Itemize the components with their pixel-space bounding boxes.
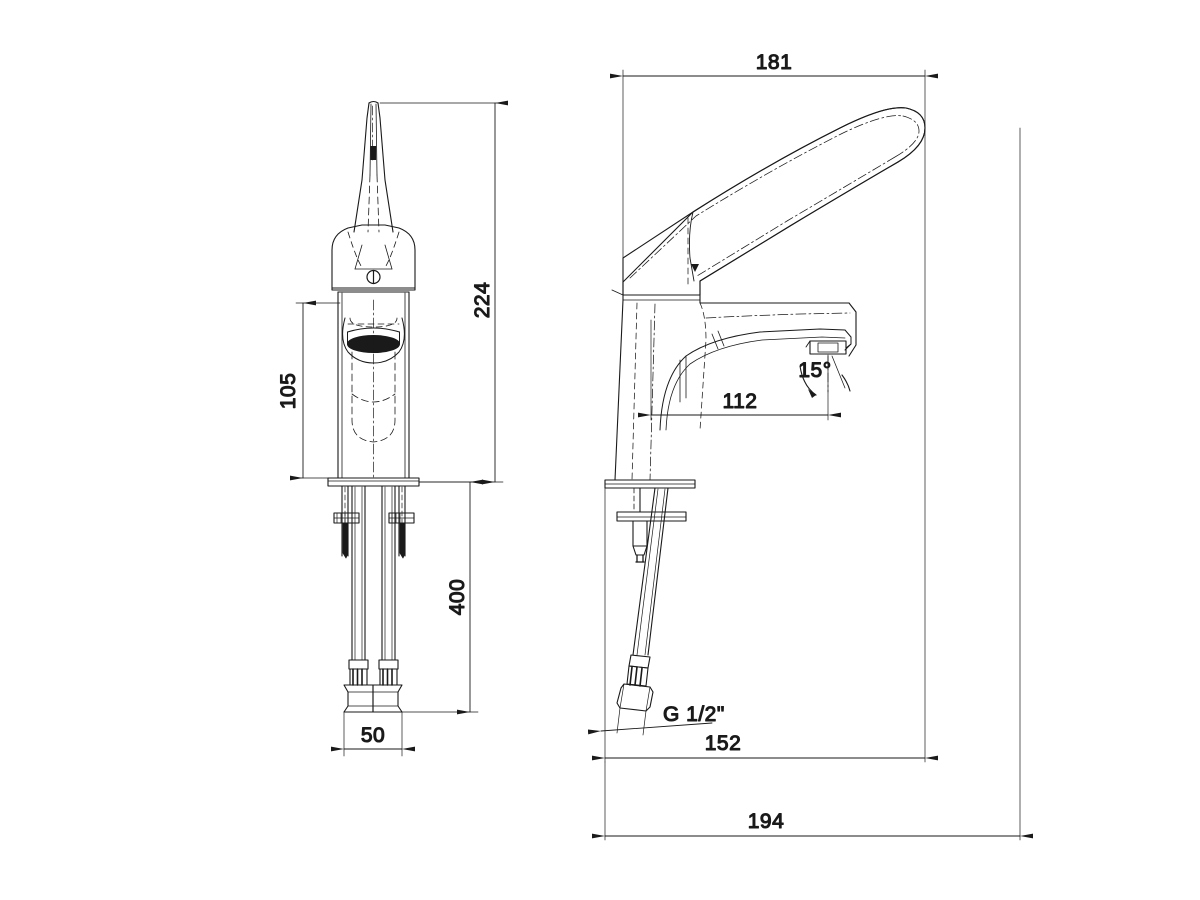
dimension-224-label: 224 [471, 282, 494, 319]
thread-callout: G 1/2" [587, 702, 725, 736]
dimension-194: 194 [592, 127, 1033, 841]
front-hose-connectors [343, 659, 403, 713]
side-view: 181 112 15° G 1/2" [587, 50, 1033, 841]
front-lever-handle [353, 100, 394, 233]
front-spout-body [337, 291, 410, 479]
dimension-50: 50 [331, 711, 415, 757]
front-view: 224 105 400 50 [276, 100, 508, 757]
dimension-152: 152 [592, 127, 938, 763]
dimension-112-label: 112 [723, 390, 758, 413]
side-lever-handle [622, 107, 926, 296]
thread-callout-label: G 1/2" [663, 703, 725, 726]
dimension-angle-15: 15° [798, 355, 851, 398]
front-fixing-assembly [333, 485, 415, 559]
dimension-400-label: 400 [446, 579, 469, 616]
dimension-angle-15-label: 15° [798, 359, 831, 382]
dimension-194-label: 194 [748, 810, 785, 833]
dimension-50-label: 50 [361, 724, 385, 747]
side-mounting-plate [604, 479, 696, 489]
front-mounting-plate [327, 477, 420, 487]
dimension-152-label: 152 [705, 732, 742, 755]
front-handle-cap [331, 224, 416, 291]
dimension-112: 112 [638, 319, 841, 421]
side-fixing-assembly [616, 487, 687, 563]
dimension-105: 105 [276, 300, 341, 481]
dimension-105-label: 105 [277, 373, 300, 410]
side-body [611, 289, 701, 481]
dimension-400: 400 [401, 479, 483, 715]
front-flexible-hoses [351, 485, 396, 661]
dimension-181-label: 181 [756, 51, 793, 74]
dimension-181: 181 [610, 50, 938, 296]
side-spout-arm [659, 302, 857, 431]
side-flexible-hose [616, 487, 669, 712]
